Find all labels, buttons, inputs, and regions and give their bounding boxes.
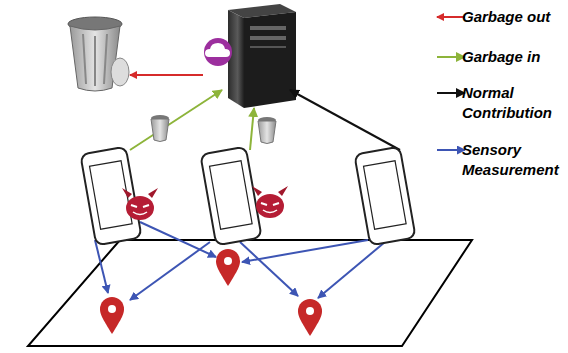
legend-text: Normal Contribution xyxy=(462,83,564,123)
small-trash xyxy=(151,115,276,144)
phones xyxy=(80,147,415,246)
trash-can xyxy=(68,17,129,91)
devil-icon xyxy=(122,186,288,220)
legend-text: Garbage in xyxy=(462,47,564,67)
cloud-badge xyxy=(204,38,232,66)
location-pins xyxy=(100,249,322,336)
server-tower xyxy=(228,4,296,108)
legend-text: Sensory Measurement xyxy=(462,140,564,180)
legend-text: Garbage out xyxy=(462,7,564,27)
